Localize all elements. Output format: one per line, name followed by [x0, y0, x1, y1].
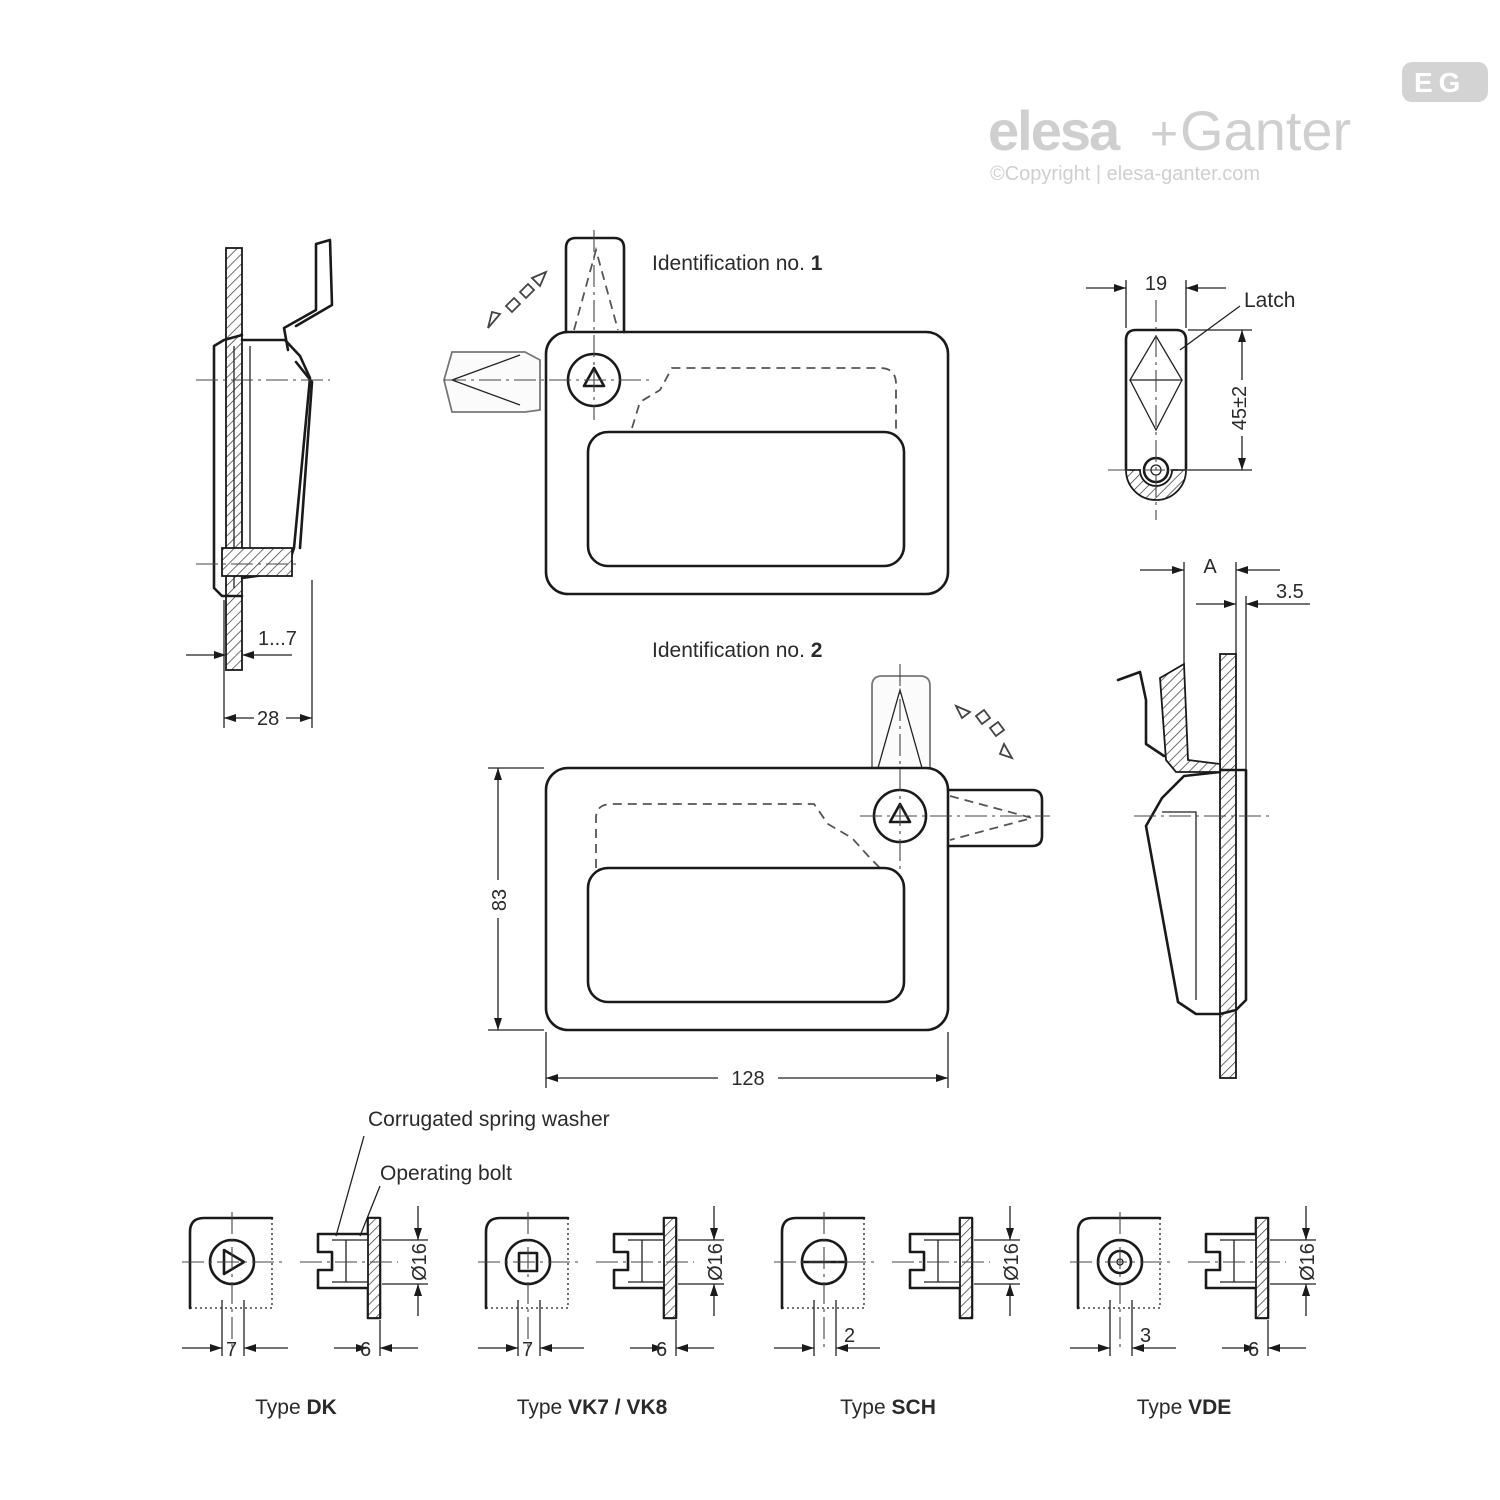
dim-height: 83 [489, 889, 511, 911]
dim-depth: 28 [257, 708, 279, 730]
front-view-2: Identification no. 2 83 128 [488, 639, 1050, 1090]
logo-ganter: Ganter [1180, 99, 1351, 162]
badge-icon [1402, 62, 1488, 102]
dim-front: 7 [522, 1339, 533, 1361]
dim-front: 7 [226, 1339, 237, 1361]
latch-profile [282, 238, 334, 352]
logo-elesa: elesa [988, 99, 1121, 162]
grip-recess-1 [586, 430, 906, 568]
type-caption: Type VDE [1137, 1396, 1232, 1419]
type-caption: Type SCH [840, 1396, 936, 1419]
side-view-left: 1...7 28 [186, 238, 334, 730]
washer-label: Corrugated spring washer [368, 1108, 610, 1131]
bolt-housing-right [1159, 662, 1221, 773]
rotation-arrow-icon [487, 270, 548, 329]
id2-label: Identification no. 2 [652, 639, 822, 662]
dim-range: 1...7 [258, 628, 297, 650]
front-view-1: Identification no. 1 [443, 230, 950, 596]
front-outline [484, 1216, 570, 1310]
dim-dia: Ø16 [1001, 1243, 1023, 1281]
id1-label: Identification no. 1 [652, 252, 823, 275]
frame-back [212, 333, 244, 598]
dim-front: 2 [844, 1325, 855, 1347]
dim-latch-length: 45±2 [1229, 386, 1251, 430]
side-view-right: A 3.5 [1116, 556, 1310, 1079]
latch-detail: 19 Latch 45±2 [1086, 273, 1295, 520]
type-callouts: Corrugated spring washer Operating bolt [335, 1108, 610, 1237]
grip-recess-2 [586, 866, 906, 1004]
handle-frame-1 [544, 330, 950, 596]
rotation-arrow-icon [954, 704, 1014, 760]
front-outline [1076, 1216, 1162, 1310]
latch-ghost-1 [443, 351, 541, 413]
latch-1 [564, 236, 626, 334]
bolt-section [221, 547, 293, 577]
dim-side: 6 [360, 1339, 371, 1361]
logo-copyright: ©Copyright | elesa-ganter.com [990, 163, 1260, 185]
dim-side: 6 [656, 1339, 667, 1361]
dim-dia: Ø16 [409, 1243, 431, 1281]
latch-hub [1125, 469, 1187, 501]
logo-plus: + [1150, 108, 1178, 161]
bolt-label: Operating bolt [380, 1162, 512, 1185]
brand-logo: elesa + Ganter ©Copyright | elesa-ganter… [988, 62, 1488, 185]
dim-latch-width: 19 [1145, 273, 1167, 295]
dim-width: 128 [731, 1068, 764, 1090]
dim-side: 6 [1248, 1339, 1259, 1361]
frame-body-right [1144, 770, 1222, 1016]
type-caption: Type VK7 / VK8 [517, 1396, 668, 1419]
latch-2 [946, 788, 1044, 848]
dim-offset: 3.5 [1276, 581, 1304, 603]
latch-ghost-2 [871, 675, 931, 768]
type-caption: Type DK [255, 1396, 337, 1419]
dim-dia: Ø16 [705, 1243, 727, 1281]
frame-back-right [1218, 768, 1248, 1016]
dim-dia: Ø16 [1297, 1243, 1319, 1281]
panel-section-right [1219, 653, 1237, 1079]
dim-front: 3 [1140, 1325, 1151, 1347]
latch-label: Latch [1244, 289, 1295, 312]
handle-frame-2 [544, 766, 950, 1032]
front-outline [188, 1216, 274, 1310]
badge-text: EG [1414, 67, 1466, 98]
front-outline [780, 1216, 866, 1310]
dim-a: A [1203, 556, 1217, 578]
